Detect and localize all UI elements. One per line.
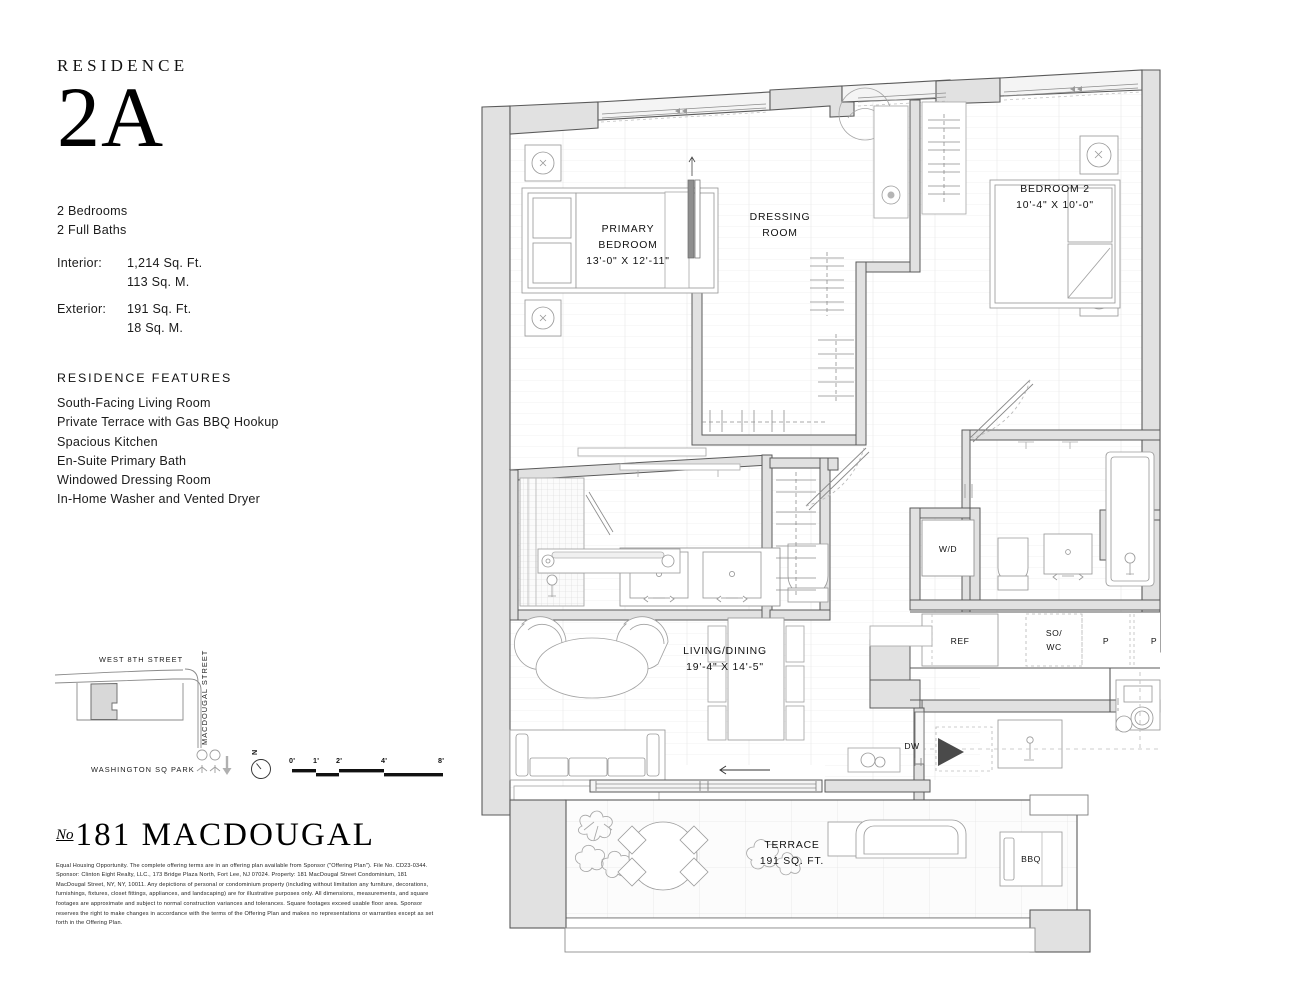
- label-terrace: TERRACE: [764, 840, 819, 851]
- list-item: En-Suite Primary Bath: [57, 453, 187, 468]
- label-terrace-dim: 191 SQ. FT.: [760, 856, 824, 867]
- linen-closet-shelving: [776, 472, 816, 596]
- scale-tick-1: 1': [313, 756, 319, 765]
- label-bedroom-2: BEDROOM 2: [1020, 184, 1090, 195]
- exterior-sqm: 18 Sq. M.: [127, 321, 184, 336]
- label-primary-bedroom-1: PRIMARY: [602, 224, 655, 235]
- brand-name: 181 MACDOUGAL: [75, 817, 376, 853]
- street-label-macdougal: MACDOUGAL STREET: [200, 650, 209, 745]
- list-item: In-Home Washer and Vented Dryer: [57, 492, 261, 507]
- street-label-west-8th: WEST 8TH STREET: [99, 655, 183, 664]
- scale-tick-3: 4': [381, 756, 387, 765]
- floor-plan-drawing: PRIMARY BEDROOM 13'-0" X 12'-11" DRESSIN…: [470, 40, 1270, 970]
- dressing-room-fixtures: [702, 87, 1034, 511]
- table-row: 18 Sq. M.: [57, 319, 202, 339]
- label-sink-waste-2: WC: [1046, 642, 1061, 652]
- building-footprint: [90, 683, 118, 720]
- table-row: Exterior: 191 Sq. Ft.: [57, 293, 202, 320]
- washer-dryer-unit: [921, 519, 975, 577]
- interior-sqft: 1,214 Sq. Ft.: [127, 255, 203, 270]
- label-bedroom-2-dim: 10'-4" X 10'-0": [1016, 200, 1094, 211]
- exterior-sqft: 191 Sq. Ft.: [127, 301, 192, 316]
- list-item: Spacious Kitchen: [57, 434, 158, 449]
- residence-kicker: RESIDENCE: [57, 56, 189, 75]
- residence-specs: 2 Bedrooms 2 Full Baths Interior: 1,214 …: [57, 202, 457, 339]
- label-primary-bedroom-2: BEDROOM: [598, 240, 657, 251]
- primary-bedroom-furniture: [521, 144, 719, 457]
- dishwasher-unit: [935, 726, 993, 772]
- scale-tick-4: 8': [438, 756, 444, 765]
- scale-bar: 0' 1' 2' 4' 8': [289, 756, 444, 777]
- kitchen-counter-run: [869, 613, 1161, 772]
- label-pantry-1: P: [1103, 636, 1109, 646]
- label-sink-waste-1: SO/: [1046, 628, 1062, 638]
- bedroom2-furniture: [989, 135, 1121, 317]
- scale-tick-2: 2': [336, 756, 342, 765]
- spec-bedrooms: 2 Bedrooms: [57, 203, 128, 218]
- exterior-label-spacer: [57, 319, 127, 339]
- label-dressing-room-2: ROOM: [762, 228, 798, 239]
- table-row: 113 Sq. M.: [57, 273, 202, 293]
- sink-waste-unit: [1025, 613, 1083, 667]
- room-labels: PRIMARY BEDROOM 13'-0" X 12'-11" DRESSIN…: [586, 184, 1094, 867]
- brand-logo: No181 MACDOUGAL: [56, 818, 456, 853]
- living-room-window: [589, 765, 823, 793]
- tree-icon: [196, 749, 221, 773]
- label-pantry-2: P: [1151, 636, 1157, 646]
- secondary-bath-fixtures: [921, 441, 1155, 591]
- scale-tick-0: 0': [289, 756, 295, 765]
- label-primary-bedroom-dim: 13'-0" X 12'-11": [586, 256, 669, 267]
- label-dressing-room-1: DRESSING: [750, 212, 811, 223]
- label-bbq: BBQ: [1021, 854, 1041, 864]
- label-living-dining-dim: 19'-4" X 14'-5": [686, 662, 764, 673]
- primary-bath-fixtures: [519, 463, 829, 607]
- label-refrigerator: REF: [951, 636, 970, 646]
- terrace-furniture: [574, 810, 1063, 891]
- branding-block: No181 MACDOUGAL Equal Housing Opportunit…: [56, 818, 456, 929]
- spec-baths: 2 Full Baths: [57, 223, 127, 238]
- entry-direction-icon: [938, 738, 964, 766]
- label-dishwasher: DW: [904, 741, 920, 751]
- list-item: Windowed Dressing Room: [57, 473, 211, 488]
- features-list: South-Facing Living Room Private Terrace…: [57, 394, 457, 510]
- features-heading: RESIDENCE FEATURES: [57, 370, 233, 385]
- label-living-dining: LIVING/DINING: [683, 646, 767, 657]
- direction-arrow-icon: [222, 756, 232, 775]
- brand-no-prefix: No: [56, 826, 74, 843]
- label-washer-dryer: W/D: [939, 544, 957, 554]
- interior-label: Interior:: [57, 255, 102, 270]
- compass-icon: N: [250, 750, 271, 779]
- park-label: WASHINGTON SQ PARK: [91, 765, 195, 774]
- residence-number: 2A: [57, 69, 165, 165]
- entry-door: [914, 711, 964, 766]
- list-item: South-Facing Living Room: [57, 395, 211, 410]
- appliance-labels: W/D REF SO/ WC P P DW BBQ: [904, 544, 1157, 864]
- interior-label-spacer: [57, 273, 127, 293]
- living-dining-furniture: [509, 548, 901, 807]
- table-row: Interior: 1,214 Sq. Ft.: [57, 254, 202, 274]
- residence-features: RESIDENCE FEATURES South-Facing Living R…: [57, 371, 457, 510]
- site-key-map: WEST 8TH STREET MACDOUGAL STREET WASHING…: [55, 645, 455, 790]
- terrace-table: [628, 821, 698, 891]
- exterior-label: Exterior:: [57, 301, 107, 316]
- window-glazing: [600, 83, 1141, 123]
- title-block: RESIDENCE 2A 2 Bedrooms 2 Full Baths Int…: [57, 56, 457, 510]
- compass-north-label: N: [250, 750, 259, 756]
- dining-table: [727, 617, 785, 741]
- interior-sqm: 113 Sq. M.: [127, 275, 190, 290]
- list-item: Private Terrace with Gas BBQ Hookup: [57, 415, 279, 430]
- area-table: Interior: 1,214 Sq. Ft. 113 Sq. M. Exter…: [57, 254, 202, 339]
- legal-disclaimer: Equal Housing Opportunity. The complete …: [56, 862, 434, 927]
